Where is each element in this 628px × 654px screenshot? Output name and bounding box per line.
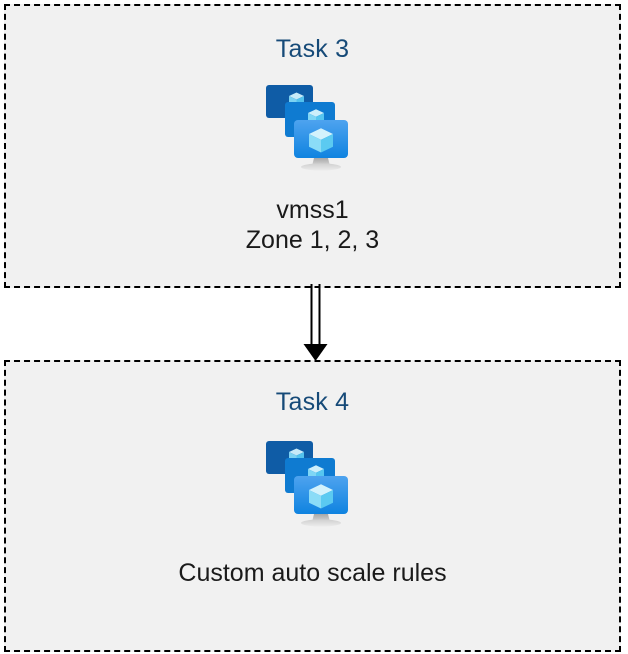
caption-line: Custom auto scale rules — [178, 559, 447, 587]
task-title: Task 4 — [275, 388, 350, 416]
task-node-task-3[interactable]: Task 3 — [4, 4, 621, 288]
task-caption: vmss1 Zone 1, 2, 3 — [246, 195, 379, 255]
task-node-task-4[interactable]: Task 4 — [4, 360, 621, 652]
task-title: Task 3 — [275, 35, 350, 63]
caption-line: vmss1 — [276, 196, 349, 224]
caption-line: Zone 1, 2, 3 — [245, 226, 380, 254]
vm-scale-set-icon — [265, 85, 348, 171]
connector-arrow-task3-task4 — [303, 284, 328, 361]
vm-scale-set-icon — [265, 441, 348, 527]
task-caption: Custom auto scale rules — [178, 558, 446, 588]
